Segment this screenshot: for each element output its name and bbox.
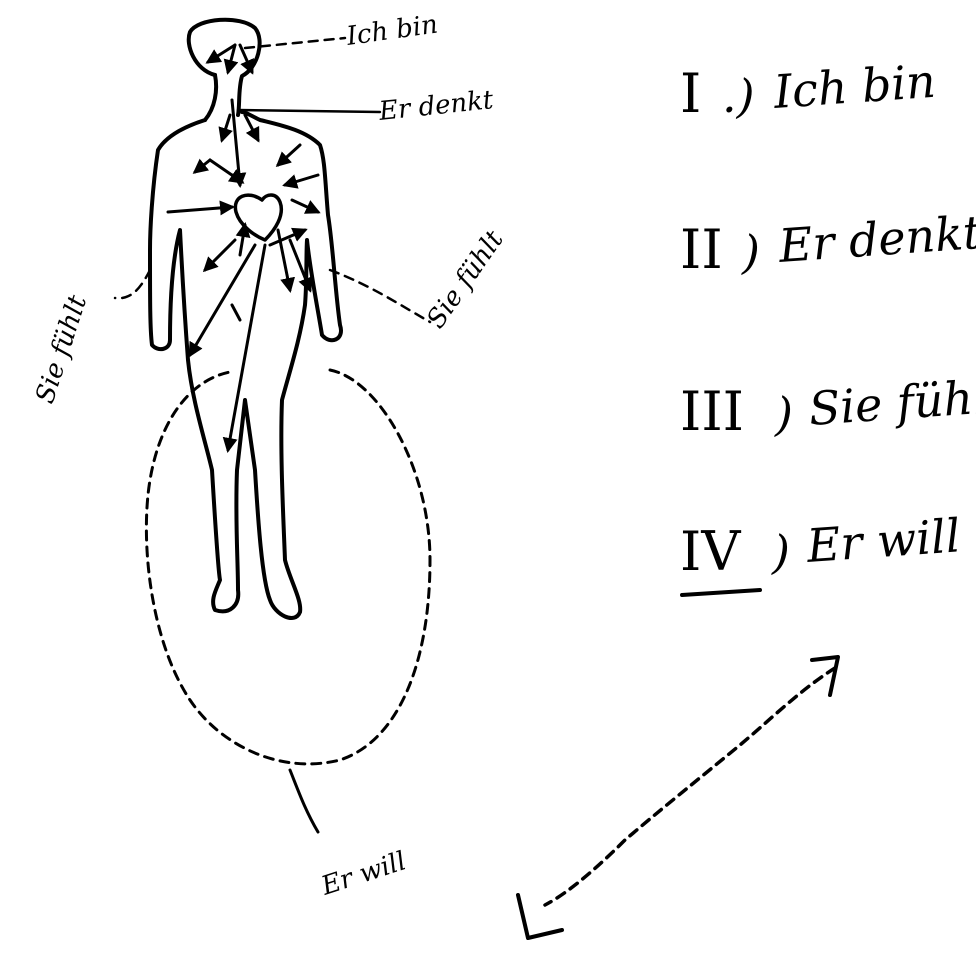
svg-text:III: III <box>680 380 744 443</box>
list-item: I .) Ich bin <box>680 54 937 125</box>
label-aura: Er will <box>317 846 410 902</box>
svg-text:II: II <box>680 218 723 281</box>
list-item: IV ) Er will <box>680 508 962 595</box>
svg-text:Er denkt: Er denkt <box>776 205 976 273</box>
label-neck: Er denkt <box>377 85 496 127</box>
svg-text:): ) <box>774 387 793 441</box>
figure-body <box>150 112 341 618</box>
label-head: Ich bin <box>344 9 440 52</box>
svg-text:Ich bin: Ich bin <box>771 54 937 119</box>
svg-text:IV: IV <box>680 520 741 583</box>
label-left-arm: Sie fühlt <box>421 225 510 334</box>
svg-text:): ) <box>771 525 790 579</box>
numbered-list: I .) Ich bin II ) Er denkt III ) Sie füh… <box>680 54 976 595</box>
svg-text:I: I <box>680 62 701 125</box>
svg-text:.): .) <box>722 69 755 123</box>
svg-text:Sie fühlt: Sie fühlt <box>807 368 976 436</box>
list-item: II ) Er denkt <box>680 205 976 281</box>
list-item: III ) Sie fühlt <box>680 368 976 443</box>
svg-text:): ) <box>741 225 760 279</box>
label-right-arm: Sie fühlt <box>30 291 93 407</box>
svg-text:Er will: Er will <box>804 508 962 573</box>
pointer-lines <box>115 38 430 832</box>
will-direction-arrow <box>518 657 838 938</box>
